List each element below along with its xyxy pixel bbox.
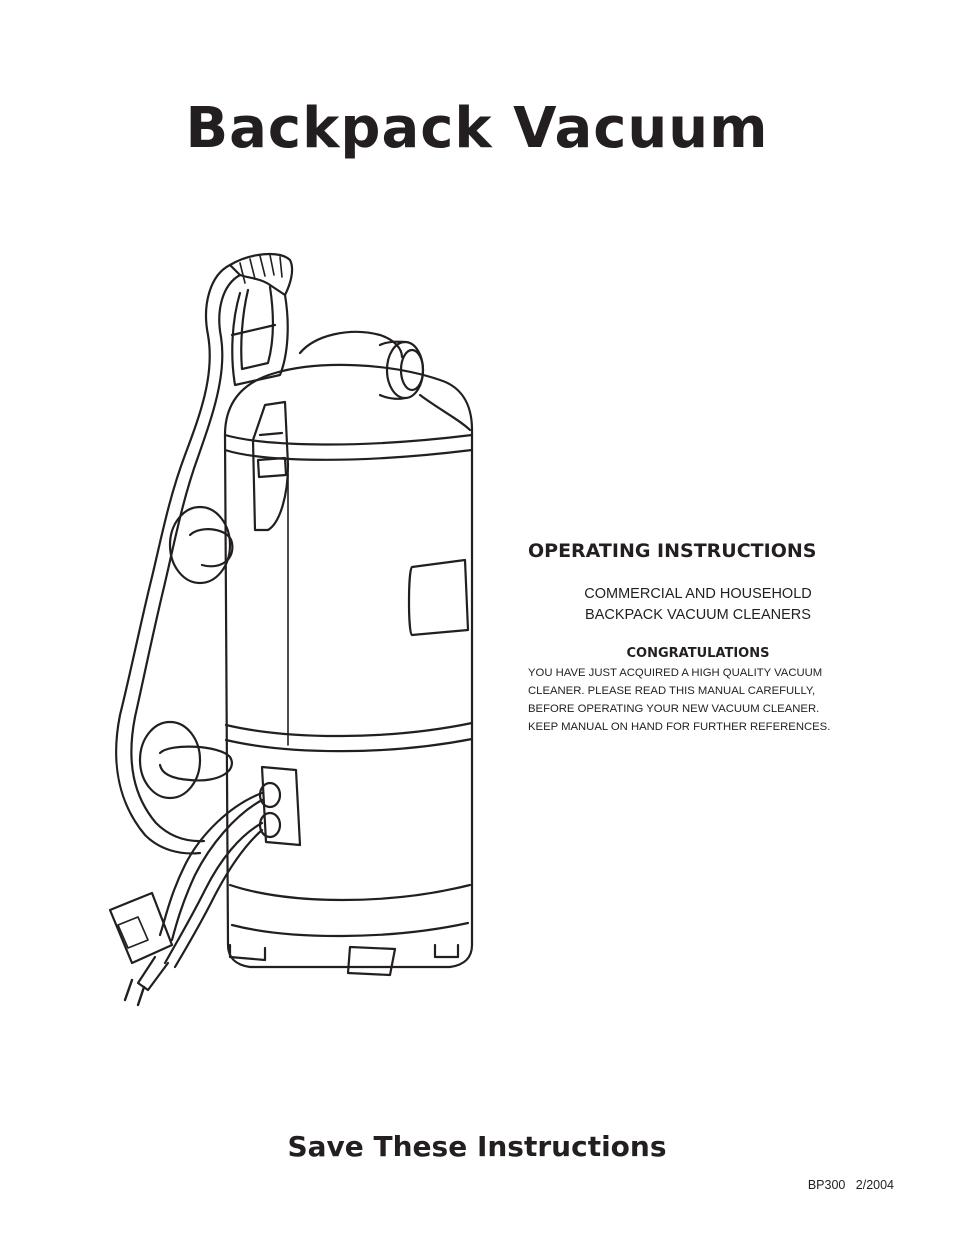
congratulations-heading: CONGRATULATIONS [626,646,770,661]
congratulations-line: CLEANER. PLEASE READ THIS MANUAL CAREFUL… [528,685,816,697]
backpack-vacuum-illustration [108,252,474,1007]
model-code: BP300 [807,1178,846,1192]
product-line: BACKPACK VACUUM CLEANERS [585,607,811,623]
operating-instructions-heading: OPERATING INSTRUCTIONS [528,540,817,562]
document-code: BP300 2/2004 [808,1178,894,1192]
congratulations-line: YOU HAVE JUST ACQUIRED A HIGH QUALITY VA… [528,667,823,679]
date-code: 2/2004 [855,1178,894,1192]
product-line: COMMERCIAL AND HOUSEHOLD [584,586,812,602]
product-description: COMMERCIAL AND HOUSEHOLD BACKPACK VACUUM… [528,584,868,626]
info-block: OPERATING INSTRUCTIONS COMMERCIAL AND HO… [528,540,868,736]
document-title: Backpack Vacuum [185,96,769,161]
congratulations-text: YOU HAVE JUST ACQUIRED A HIGH QUALITY VA… [528,664,868,736]
congratulations-line: BEFORE OPERATING YOUR NEW VACUUM CLEANER… [528,703,820,715]
congratulations-line: KEEP MANUAL ON HAND FOR FURTHER REFERENC… [528,721,831,733]
save-instructions-title: Save These Instructions [287,1130,667,1163]
